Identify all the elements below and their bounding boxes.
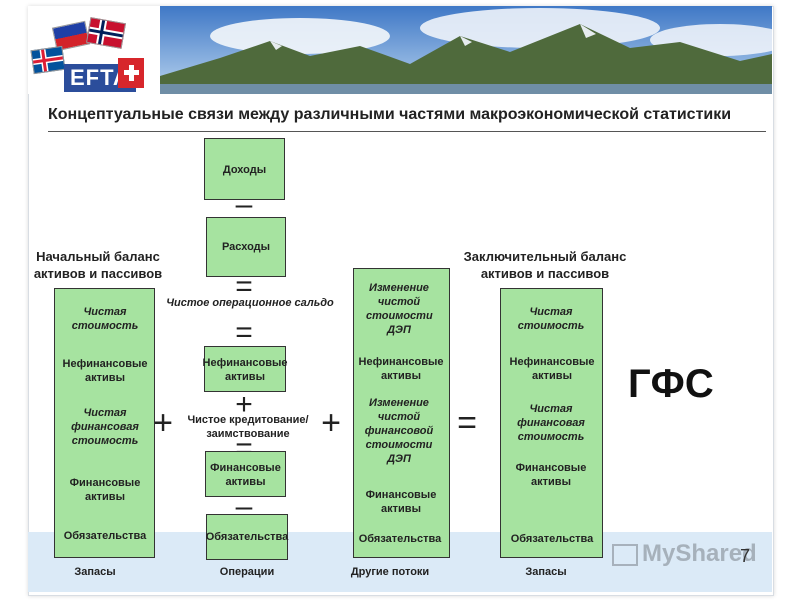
expense-label: Расходы [221,241,271,253]
swiss-flag-icon [118,58,144,88]
equals-operator: = [457,404,477,442]
opening-net-worth: Чистая стоимость [71,306,139,332]
efta-logo: EFTA [28,6,160,94]
plus-operator: + [153,404,173,442]
closing-liabilities: Обязательства [510,533,594,545]
revenue-box [204,138,285,200]
plus-operator: + [235,388,253,421]
mountain-banner-image [160,6,772,94]
closing-balance-heading: Заключительный баланс активов и пассивов [463,249,627,281]
other-flows-box [353,268,450,558]
opening-financial-assets: Финансовые активы [69,477,141,503]
closing-net-worth: Чистая стоимость [517,306,585,332]
footer-stocks-opening: Запасы [74,566,116,578]
other-flows-liabilities: Обязательства [358,533,442,545]
closing-net-financial-worth: Чистая финансовая стоимость [517,403,585,443]
opening-nonfinancial-assets: Нефинансовые активы [62,358,148,384]
footer-other-flows: Другие потоки [350,566,430,578]
watermark-text: MyShared [642,540,757,567]
equals-operator: = [235,316,253,349]
operations-nonfinancial-box [204,346,286,392]
change-net-financial-worth-label: Изменение чистой финансовой стоимости ДЭ… [364,397,434,465]
operations-liabilities-box [206,514,288,560]
other-flows-financial-assets: Финансовые активы [365,489,437,515]
opening-net-financial-worth: Чистая финансовая стоимость [71,407,139,447]
page-title: Концептуальные связи между различными ча… [48,106,732,123]
gfs-label: ГФС [628,362,714,406]
minus-operator: – [235,188,253,221]
flag-iceland-icon [30,45,66,75]
operations-liabilities: Обязательства [205,531,289,543]
operations-financial-box [205,451,286,497]
title-divider [48,131,766,132]
closing-financial-assets: Финансовые активы [515,462,587,488]
operations-financial-assets: Финансовые активы [210,462,281,488]
expense-box [206,217,286,277]
opening-liabilities: Обязательства [63,530,147,542]
presentation-icon [612,543,638,566]
plus-operator: + [321,404,341,442]
equals-operator: = [235,270,253,303]
watermark: MyShared [612,540,757,568]
net-lending-borrowing-label: Чистое кредитование/ заимствование [187,414,309,440]
closing-balance-box [500,288,603,558]
operations-nonfinancial-assets: Нефинансовые активы [202,357,288,383]
opening-balance-heading: Начальный баланс активов и пассивов [33,249,163,281]
closing-nonfinancial-assets: Нефинансовые активы [509,356,595,382]
other-flows-nonfinancial-assets: Нефинансовые активы [358,356,444,382]
footer-transactions: Операции [219,566,275,578]
change-net-worth-label: Изменение чистой стоимости ДЭП [366,282,433,336]
revenue-label: Доходы [222,164,267,176]
footer-stocks-closing: Запасы [525,566,567,578]
page-number: 7 [740,546,751,566]
net-operating-balance-label: Чистое операционное сальдо [166,297,334,309]
opening-balance-box [54,288,155,558]
flag-norway-icon [86,17,126,49]
